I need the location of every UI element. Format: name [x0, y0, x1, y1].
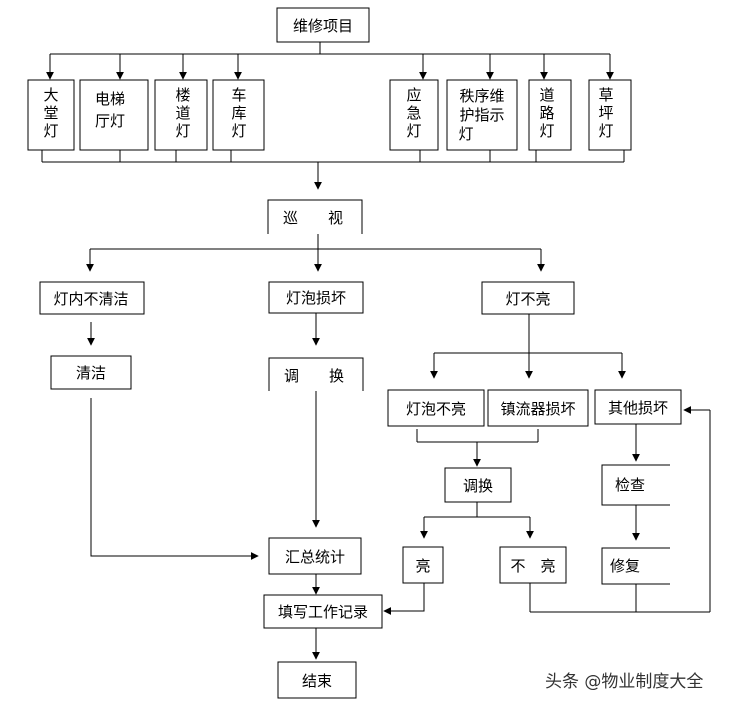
node-clean-label: 清洁: [76, 364, 106, 382]
node-repair: 修复: [601, 547, 670, 585]
lamp-order-line1: 秩序维: [459, 87, 504, 105]
node-other-damage-label: 其他损坏: [608, 399, 668, 417]
lamp-lawn-line1: 草: [598, 86, 613, 104]
connectors: [41, 42, 711, 660]
node-start-label: 维修项目: [293, 17, 353, 35]
node-lamp-emergency: 应 急 灯: [389, 79, 439, 151]
node-lamp-hall: 大 堂 灯: [27, 79, 75, 151]
node-lit-label: 亮: [415, 557, 430, 575]
lamp-stair-line1: 楼: [175, 86, 190, 104]
lamp-elevator-line2: 厅灯: [95, 112, 125, 130]
node-patrol-label: 巡 视: [283, 209, 343, 227]
node-record: 填写工作记录: [263, 594, 383, 629]
node-lamp-stair: 楼 道 灯: [154, 79, 208, 151]
node-lamp-elevator: 电梯 厅灯: [79, 79, 149, 151]
lamp-garage-line2: 库: [231, 104, 246, 122]
lamp-order-line3: 灯: [458, 125, 473, 143]
node-lamp-road: 道 路 灯: [528, 79, 572, 151]
lamp-order-line2: 护指示: [459, 106, 504, 124]
node-not-clean-label: 灯内不清洁: [53, 290, 128, 308]
node-lamp-lawn: 草 坪 灯: [588, 79, 632, 151]
node-lit: 亮: [402, 546, 444, 584]
node-bulb-not-lit: 灯泡不亮: [387, 389, 485, 427]
node-still-not-lit: 不 亮: [499, 546, 567, 584]
node-replace: 调 换: [268, 357, 364, 391]
lamp-emergency-line3: 灯: [406, 122, 421, 140]
node-replace-label: 调 换: [284, 367, 344, 385]
node-record-label: 填写工作记录: [278, 603, 368, 621]
node-ballast-broken: 镇流器损坏: [487, 389, 589, 427]
node-bulb-broken: 灯泡损坏: [268, 281, 364, 314]
node-lamp-order: 秩序维 护指示 灯: [446, 79, 518, 151]
node-patrol: 巡 视: [267, 199, 363, 234]
lamp-emergency-line2: 急: [406, 104, 421, 122]
node-still-not-lit-label: 不 亮: [510, 557, 555, 575]
node-other-damage: 其他损坏: [594, 389, 682, 425]
node-ballast-broken-label: 镇流器损坏: [500, 400, 575, 418]
node-replace2-label: 调换: [463, 477, 493, 495]
node-repair-label: 修复: [610, 557, 640, 575]
lamp-stair-line3: 灯: [175, 122, 190, 140]
lamp-road-line2: 路: [539, 104, 554, 122]
node-inspect: 检查: [601, 464, 670, 506]
node-not-lit-label: 灯不亮: [505, 290, 550, 308]
lamp-hall-line2: 堂: [43, 104, 58, 122]
node-bulb-broken-label: 灯泡损坏: [286, 289, 346, 307]
node-summary: 汇总统计: [268, 537, 362, 575]
node-inspect-label: 检查: [615, 476, 645, 494]
node-end: 结束: [277, 661, 357, 699]
lamp-elevator-line1: 电梯: [95, 90, 125, 108]
lamp-emergency-line1: 应: [406, 86, 421, 104]
lamp-road-line3: 灯: [539, 122, 554, 140]
lamp-road-line1: 道: [539, 86, 554, 104]
lamp-hall-line1: 大: [43, 86, 58, 104]
node-bulb-not-lit-label: 灯泡不亮: [406, 400, 466, 418]
lamp-lawn-line2: 坪: [598, 104, 613, 122]
lamp-lawn-line3: 灯: [598, 122, 613, 140]
lamp-garage-line3: 灯: [231, 122, 246, 140]
node-not-clean: 灯内不清洁: [39, 281, 145, 315]
node-replace2: 调换: [444, 467, 512, 503]
node-lamp-garage: 车 库 灯: [212, 79, 265, 151]
lamp-stair-line2: 道: [175, 104, 190, 122]
node-not-lit: 灯不亮: [481, 281, 575, 315]
watermark: 头条 @物业制度大全: [545, 672, 703, 692]
node-summary-label: 汇总统计: [285, 548, 345, 566]
node-start: 维修项目: [276, 7, 370, 43]
lamp-garage-line1: 车: [231, 86, 246, 104]
lamp-hall-line3: 灯: [43, 122, 58, 140]
node-end-label: 结束: [302, 672, 332, 690]
node-clean: 清洁: [50, 355, 132, 390]
